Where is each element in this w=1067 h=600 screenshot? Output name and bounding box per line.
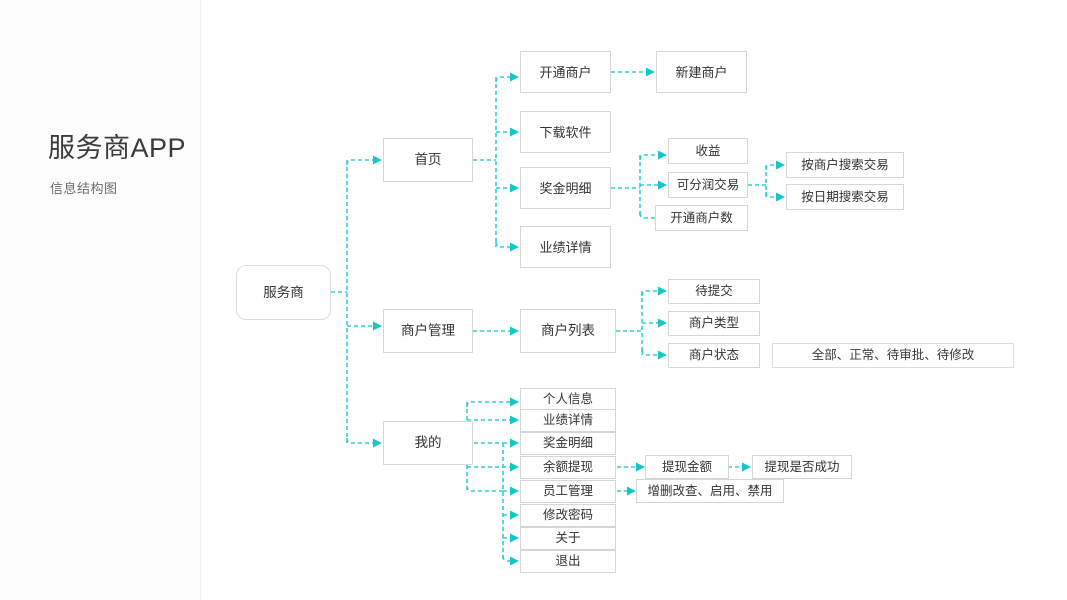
node-open-merchant[interactable]: 开通商户 (520, 51, 611, 93)
wire-to-home (346, 155, 382, 166)
page-subtitle: 信息结构图 (50, 181, 118, 196)
node-root-service-provider[interactable]: 服务商 (236, 265, 331, 320)
wire-bonus-income (639, 150, 667, 161)
wire-mine-staff-lead (466, 485, 503, 492)
node-about[interactable]: 关于 (520, 527, 616, 550)
node-performance-detail[interactable]: 业绩详情 (520, 226, 611, 268)
wire-to-mine (346, 437, 382, 448)
node-mine-performance-detail[interactable]: 业绩详情 (520, 409, 616, 432)
node-staff-management[interactable]: 员工管理 (520, 480, 616, 503)
node-personal-info[interactable]: 个人信息 (520, 388, 616, 411)
node-merchant-status[interactable]: 商户状态 (668, 343, 760, 368)
wire-home-open-merchant (495, 72, 519, 83)
wire-mine-personal (466, 397, 519, 408)
node-bonus-detail[interactable]: 奖金明细 (520, 167, 611, 209)
node-staff-operations[interactable]: 增删改查、启用、禁用 (636, 479, 784, 503)
node-pending-submit[interactable]: 待提交 (668, 279, 760, 304)
node-home[interactable]: 首页 (383, 138, 473, 182)
left-background-band (0, 0, 201, 600)
node-search-by-merchant[interactable]: 按商户搜索交易 (786, 152, 904, 178)
node-logout[interactable]: 退出 (520, 550, 616, 573)
node-merchant-type[interactable]: 商户类型 (668, 311, 760, 336)
wire-search-merchant (765, 160, 785, 171)
wire-list-status (641, 349, 667, 360)
wire-search-date (765, 191, 785, 202)
node-withdraw-success[interactable]: 提现是否成功 (752, 455, 852, 479)
node-shareable-transaction[interactable]: 可分润交易 (668, 172, 748, 198)
wire-list-pending (641, 286, 667, 297)
node-merchant-management[interactable]: 商户管理 (383, 309, 473, 353)
node-new-merchant[interactable]: 新建商户 (656, 51, 747, 93)
node-mine-bonus-detail[interactable]: 奖金明细 (520, 432, 616, 455)
wire-mine-logout (502, 555, 519, 566)
node-withdraw-amount[interactable]: 提现金额 (645, 455, 729, 479)
page-title: 服务商APP (48, 133, 187, 163)
node-merchant-status-options: 全部、正常、待审批、待修改 (772, 343, 1014, 368)
node-open-merchant-count[interactable]: 开通商户数 (655, 205, 748, 231)
node-balance-withdraw[interactable]: 余额提现 (520, 456, 616, 479)
node-download-software[interactable]: 下载软件 (520, 111, 611, 153)
wire-home-perf (495, 241, 519, 252)
node-income[interactable]: 收益 (668, 138, 748, 164)
node-search-by-date[interactable]: 按日期搜索交易 (786, 184, 904, 210)
node-change-password[interactable]: 修改密码 (520, 504, 616, 527)
node-mine[interactable]: 我的 (383, 421, 473, 465)
node-merchant-list[interactable]: 商户列表 (520, 309, 616, 353)
wire-bonus-count (639, 212, 667, 223)
